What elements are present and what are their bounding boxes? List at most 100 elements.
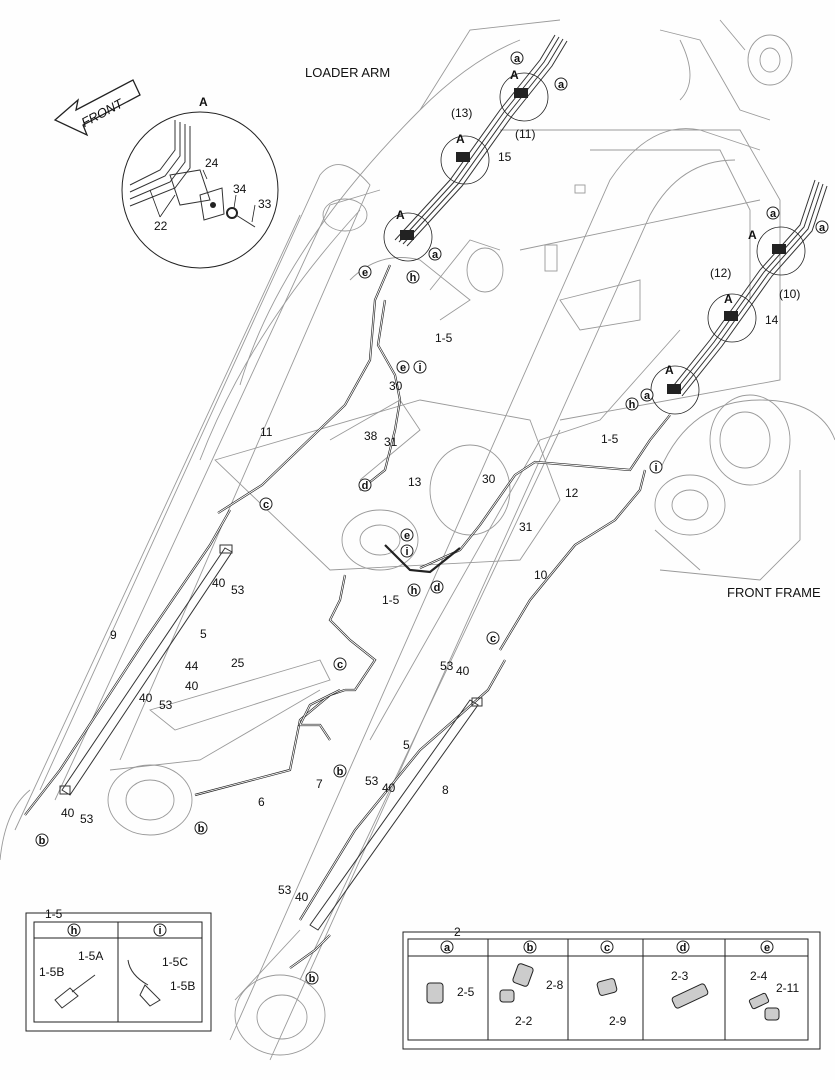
callout-53: 53 bbox=[365, 774, 379, 788]
callout-44: 44 bbox=[185, 659, 199, 673]
detail-a-part-24: 24 bbox=[205, 156, 219, 170]
legend-part-1-5a: 1-5A bbox=[78, 949, 103, 963]
detail-a-part-22: 22 bbox=[154, 219, 168, 233]
legend-part-2-11: 2-11 bbox=[776, 981, 799, 995]
detail-a-inset bbox=[121, 111, 279, 269]
legend-1-5-title: 1-5 bbox=[45, 907, 63, 921]
legend-2-title: 2 bbox=[454, 925, 461, 939]
hydraulic-pipes bbox=[24, 264, 671, 969]
legend-part-1-5b: 1-5B bbox=[39, 965, 64, 979]
circle-a: a bbox=[770, 208, 777, 220]
callout-40: 40 bbox=[61, 806, 75, 820]
circle-a: a bbox=[514, 53, 521, 65]
callout-12p: (12) bbox=[710, 266, 731, 280]
callout-40: 40 bbox=[295, 890, 309, 904]
part-callouts: (13) (11) 15 (12) (10) 14 1-5 30 38 31 1… bbox=[61, 106, 800, 904]
legend-circle-c: c bbox=[604, 942, 610, 954]
circle-c: c bbox=[337, 659, 343, 671]
callout-30: 30 bbox=[482, 472, 496, 486]
callout-8: 8 bbox=[442, 783, 449, 797]
detail-ref-a: A bbox=[665, 363, 674, 377]
callout-13: 13 bbox=[408, 475, 422, 489]
callout-53: 53 bbox=[440, 659, 454, 673]
callout-15: 15 bbox=[498, 150, 512, 164]
circle-i: i bbox=[654, 462, 657, 474]
legend-part-2-9: 2-9 bbox=[609, 1014, 627, 1028]
callout-38: 38 bbox=[364, 429, 378, 443]
front-frame-heading: FRONT FRAME bbox=[727, 585, 821, 600]
loader-arm-heading: LOADER ARM bbox=[305, 65, 390, 80]
callout-9: 9 bbox=[110, 628, 117, 642]
legend-2-box bbox=[402, 931, 821, 1050]
legend-circle-d: d bbox=[680, 942, 687, 954]
callout-6: 6 bbox=[258, 795, 265, 809]
callout-25: 25 bbox=[231, 656, 245, 670]
legend-circle-a: a bbox=[444, 942, 451, 954]
legend-part-1-5c: 1-5C bbox=[162, 955, 188, 969]
callout-12: 12 bbox=[565, 486, 579, 500]
circle-e: e bbox=[400, 362, 406, 374]
detail-ref-a: A bbox=[396, 208, 405, 222]
callout-10: 10 bbox=[534, 568, 548, 582]
circle-d: d bbox=[362, 480, 369, 492]
circle-d: d bbox=[434, 582, 441, 594]
detail-markers bbox=[383, 72, 806, 415]
callout-40: 40 bbox=[139, 691, 153, 705]
legend-part-2-8: 2-8 bbox=[546, 978, 564, 992]
callout-5: 5 bbox=[403, 738, 410, 752]
callout-30: 30 bbox=[389, 379, 403, 393]
detail-a-title: A bbox=[199, 95, 208, 109]
circle-h: h bbox=[629, 399, 636, 411]
legend-1-5-box bbox=[25, 912, 212, 1032]
circle-i: i bbox=[418, 362, 421, 374]
circle-e: e bbox=[362, 267, 368, 279]
circle-b: b bbox=[39, 835, 46, 847]
callout-13p: (13) bbox=[451, 106, 472, 120]
callout-40: 40 bbox=[185, 679, 199, 693]
legend-part-1-5b: 1-5B bbox=[170, 979, 195, 993]
legend-circle-b: b bbox=[527, 942, 534, 954]
legend-part-2-2: 2-2 bbox=[515, 1014, 533, 1028]
detail-a-part-34: 34 bbox=[233, 182, 247, 196]
callout-7: 7 bbox=[316, 777, 323, 791]
circle-i: i bbox=[405, 546, 408, 558]
legend-circle-h: h bbox=[71, 925, 78, 937]
callout-31: 31 bbox=[384, 435, 398, 449]
callout-53: 53 bbox=[278, 883, 292, 897]
circle-c: c bbox=[490, 633, 496, 645]
circle-a: a bbox=[819, 222, 826, 234]
circle-a: a bbox=[558, 79, 565, 91]
callout-5: 5 bbox=[200, 627, 207, 641]
callout-1-5: 1-5 bbox=[382, 593, 400, 607]
circle-b: b bbox=[198, 823, 205, 835]
legend-part-2-3: 2-3 bbox=[671, 969, 689, 983]
detail-ref-a: A bbox=[510, 68, 519, 82]
legend-circle-e: e bbox=[764, 942, 770, 954]
circle-e: e bbox=[404, 530, 410, 542]
circle-a: a bbox=[644, 390, 651, 402]
circle-h: h bbox=[411, 585, 418, 597]
callout-11p: (11) bbox=[515, 127, 535, 141]
callout-40: 40 bbox=[382, 781, 396, 795]
brackets bbox=[59, 544, 483, 931]
detail-a-part-33: 33 bbox=[258, 197, 272, 211]
callout-14: 14 bbox=[765, 313, 779, 327]
callout-31: 31 bbox=[519, 520, 533, 534]
legend-part-2-5: 2-5 bbox=[457, 985, 475, 999]
legend-part-2-4: 2-4 bbox=[750, 969, 768, 983]
circle-a: a bbox=[432, 249, 439, 261]
loader-arm-structure bbox=[0, 19, 835, 1061]
callout-53: 53 bbox=[159, 698, 173, 712]
callout-1-5: 1-5 bbox=[435, 331, 453, 345]
hose-bundles bbox=[394, 34, 828, 397]
detail-ref-a: A bbox=[724, 292, 733, 306]
front-arrow bbox=[53, 79, 141, 137]
callout-53: 53 bbox=[231, 583, 245, 597]
detail-ref-a: A bbox=[456, 132, 465, 146]
callout-40: 40 bbox=[456, 664, 470, 678]
circle-b: b bbox=[309, 973, 316, 985]
callout-53: 53 bbox=[80, 812, 94, 826]
legend-circle-i: i bbox=[158, 925, 161, 937]
